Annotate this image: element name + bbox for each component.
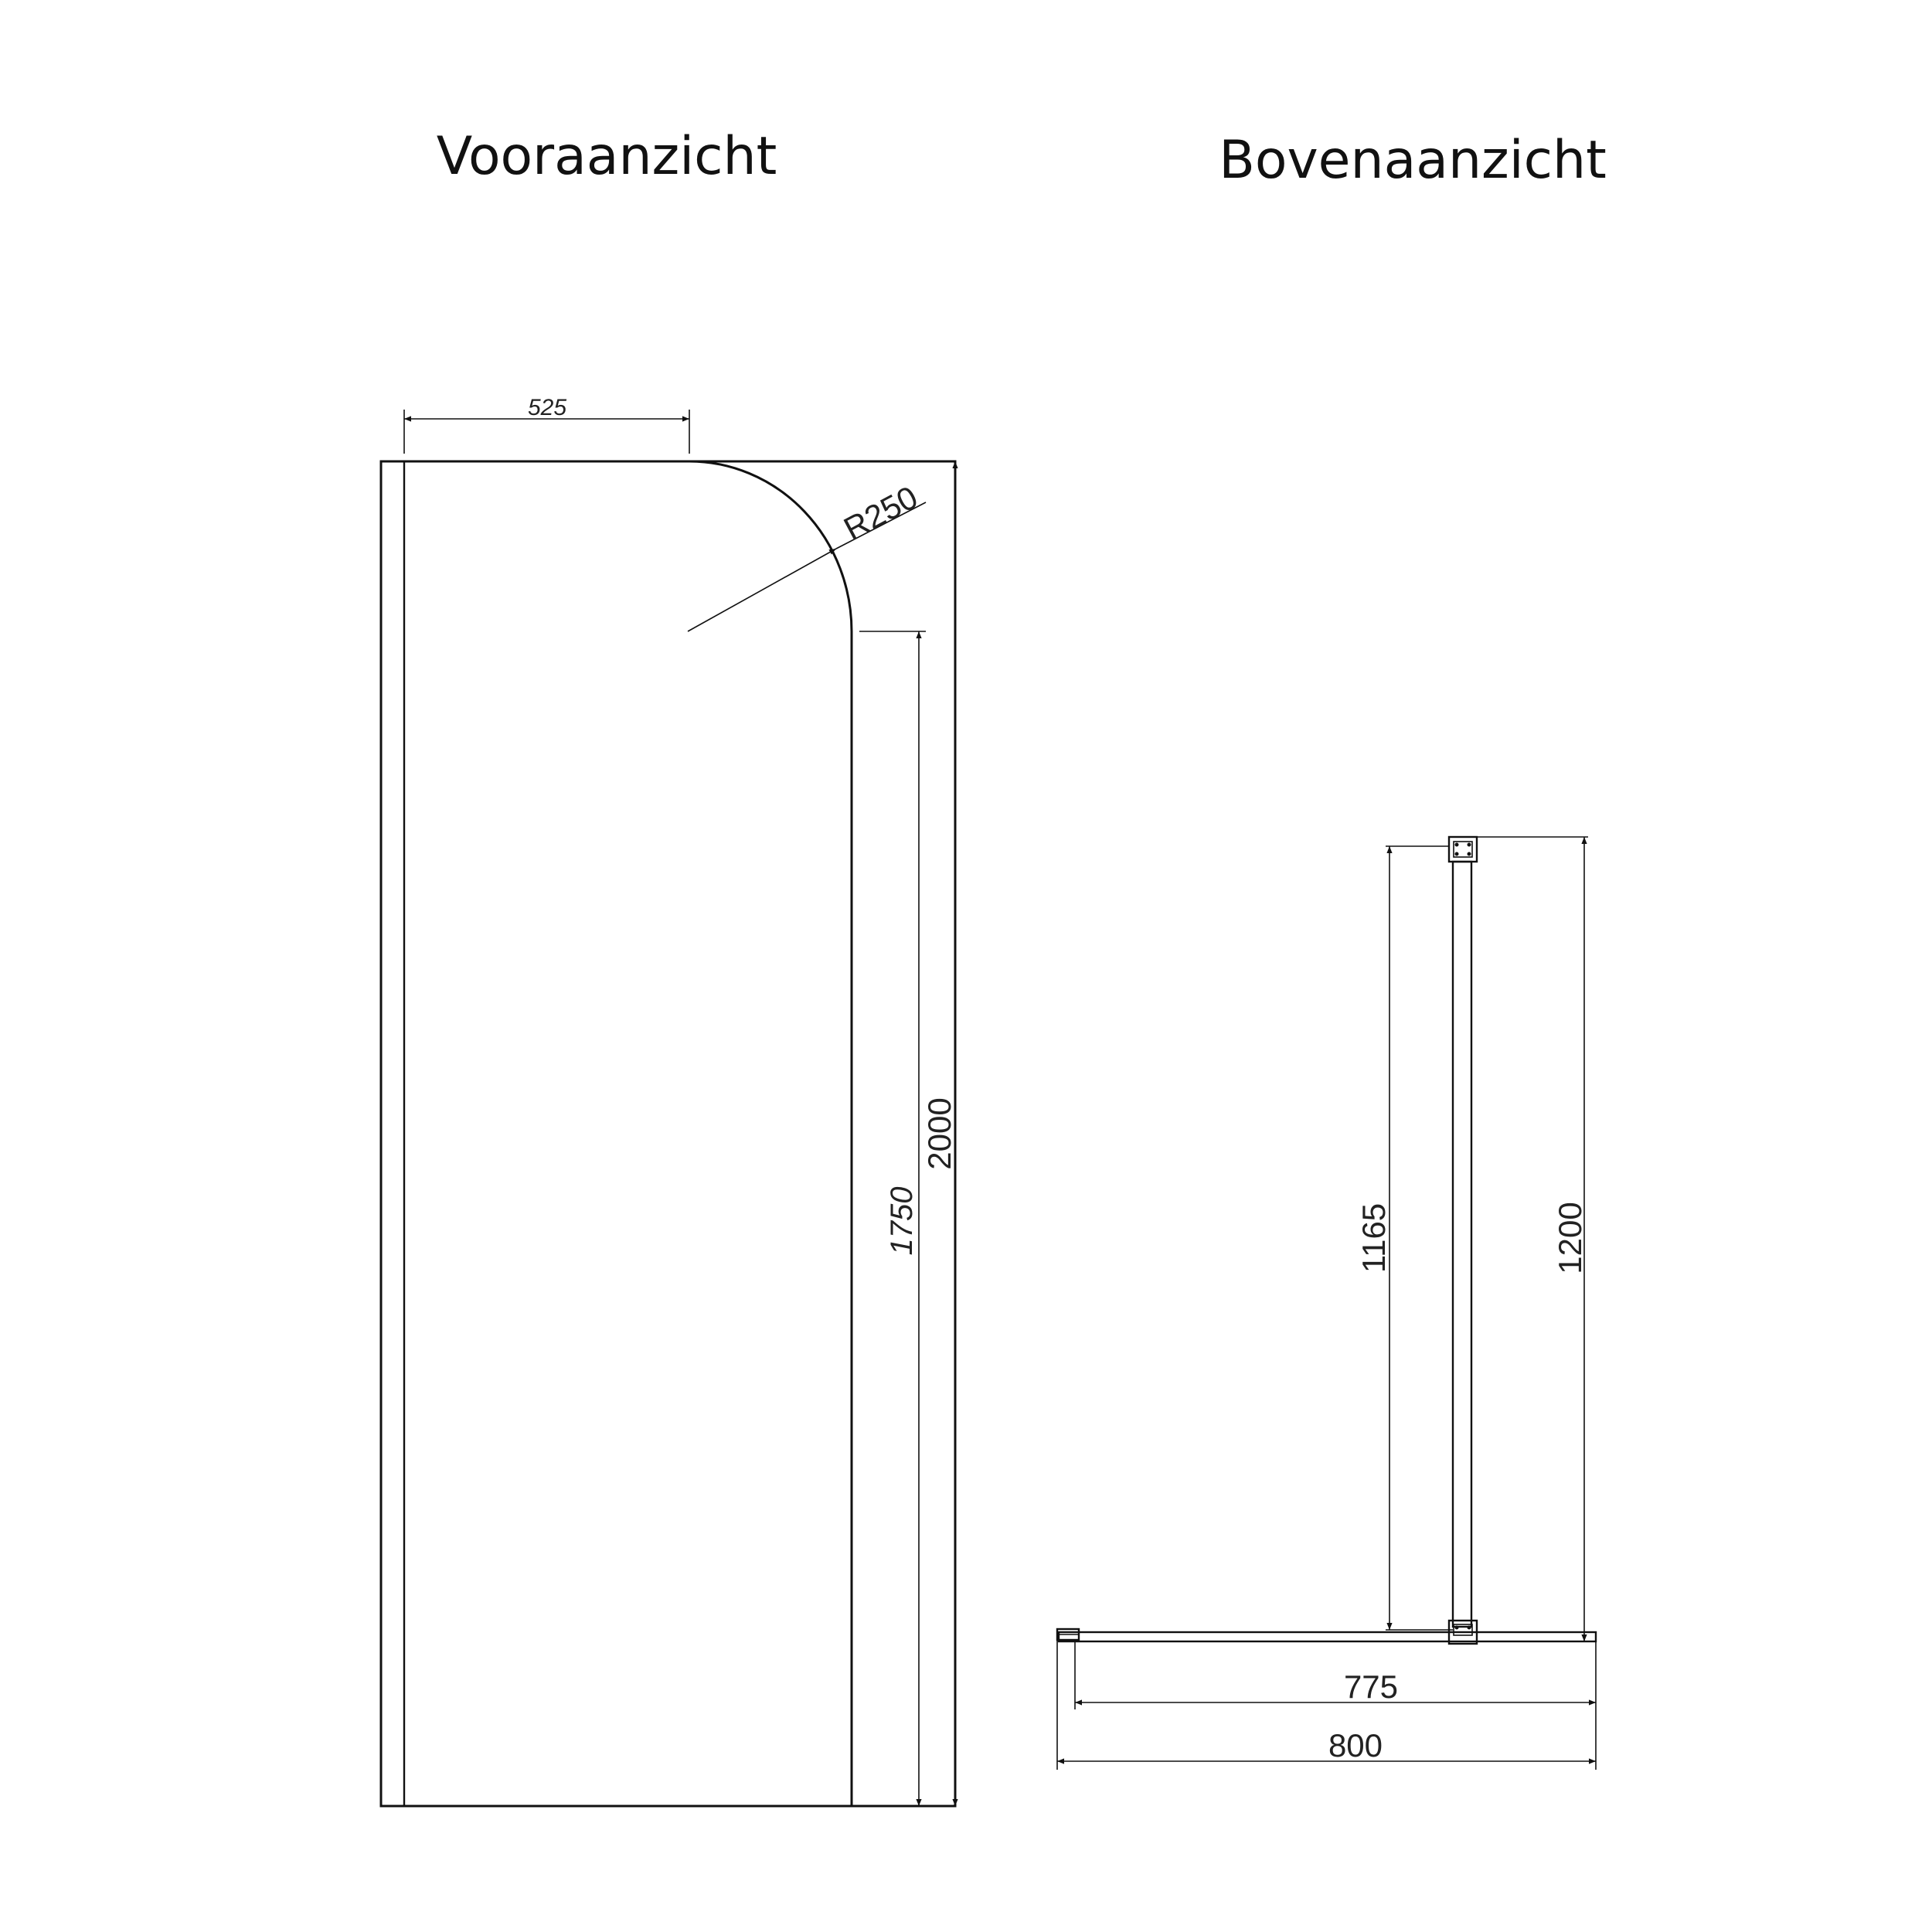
horizontal-profile — [1057, 1631, 1597, 1643]
dimension-800: 800 — [1056, 1640, 1596, 1770]
dimension-775: 775 — [1074, 1641, 1597, 1770]
wall-end-cap — [1056, 1628, 1080, 1641]
dim-label-525: 525 — [528, 395, 566, 420]
dimension-2000: 2000 — [921, 461, 958, 1806]
dim-label-1165: 1165 — [1355, 1203, 1392, 1273]
front-view-title: Vooraanzicht — [437, 126, 777, 187]
vertical-glass-panel — [1451, 860, 1473, 1628]
dim-label-1200: 1200 — [1552, 1202, 1588, 1274]
dimension-1750: 1750 — [858, 631, 926, 1807]
dimension-1165: 1165 — [1355, 845, 1453, 1631]
dimension-525: 525 — [403, 395, 690, 454]
glass-panel-outline — [404, 460, 853, 1806]
top-view: 1165 1200 775 800 — [1056, 835, 1597, 1770]
top-bracket — [1447, 835, 1478, 863]
top-view-title: Bovenaanzicht — [1219, 130, 1607, 191]
dimension-1200: 1200 — [1477, 836, 1588, 1641]
dim-label-r250: R250 — [838, 478, 923, 547]
dim-label-800: 800 — [1328, 1727, 1383, 1764]
dimension-radius: R250 — [687, 478, 927, 632]
front-outer-frame — [379, 460, 957, 1808]
dim-label-2000: 2000 — [921, 1097, 957, 1169]
dim-label-1750: 1750 — [885, 1187, 919, 1256]
dim-label-775: 775 — [1344, 1668, 1398, 1705]
front-view: 525 R250 1750 2000 — [379, 395, 958, 1808]
